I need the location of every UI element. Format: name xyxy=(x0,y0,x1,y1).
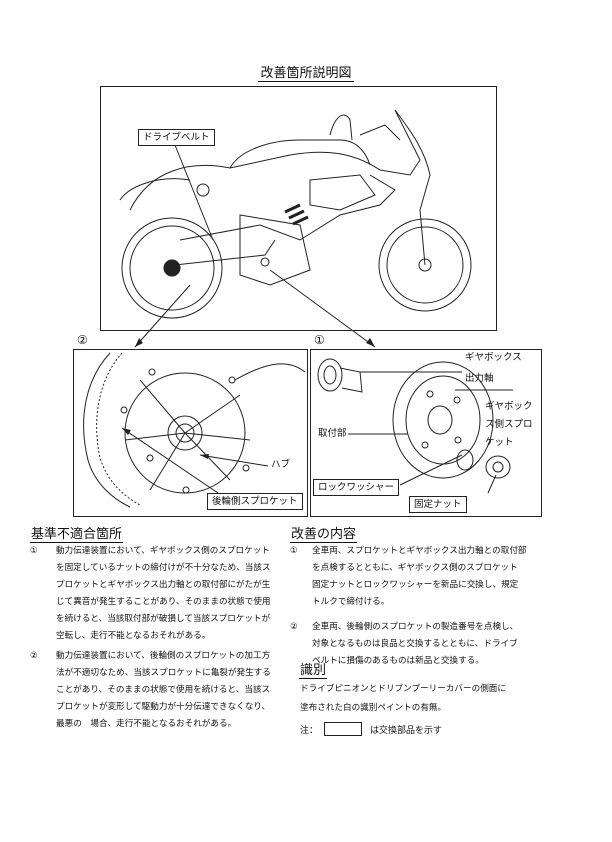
item-line: を点検するとともに、ギヤボックス側のスプロケット xyxy=(312,563,518,573)
nonconformity-item-1: ① 動力伝達装置において、ギヤボックス側のスプロケット を固定しているナットの締… xyxy=(30,543,290,645)
motorcycle-illustration xyxy=(119,109,472,319)
item-line: 対象となるものは良品と交換するとともに、ドライブ xyxy=(312,639,518,649)
item-number: ② xyxy=(290,622,298,632)
improvement-heading: 改善の内容 xyxy=(290,523,358,543)
item-line: 動力伝達装置において、ギヤボックス側のスプロケット xyxy=(56,546,270,556)
nonconformity-heading: 基準不適合箇所 xyxy=(30,523,124,543)
improvement-list: ① 全車両、スプロケットとギヤボックス出力軸との取付部 を点検するとともに、ギヤ… xyxy=(290,543,570,670)
item-line: 全車両、後輪側のスプロケットの製造番号を点検し、 xyxy=(312,622,519,632)
nonconformity-list: ① 動力伝達装置において、ギヤボックス側のスプロケット を固定しているナットの締… xyxy=(30,543,290,733)
item-line: 動力伝達装置において、後輪側のスプロケットの加工方 xyxy=(56,651,271,661)
page-title: 改善箇所説明図 xyxy=(258,66,354,82)
item-line: 最悪の 場合、走行不能となるおそれがある。 xyxy=(56,719,237,729)
legend-swatch xyxy=(324,722,363,736)
item-number: ② xyxy=(30,651,38,661)
callout-fixed-nut: 固定ナット xyxy=(409,496,467,513)
item-line: を固定しているナットの締付けが不十分なため、当該ス xyxy=(56,563,271,573)
identification-line: ドライブピニオンとドリブンプーリーカバーの側面に xyxy=(300,684,506,694)
note-text: は交換部品を示す xyxy=(370,725,443,736)
label-gearbox-shaft-1: ギヤボックス xyxy=(465,352,522,363)
item-number: ① xyxy=(30,546,38,556)
item-line: を続けると、当該取付部が破損して当該スプロケットが xyxy=(56,614,271,624)
gearbox-sprocket-detail-box xyxy=(310,349,542,517)
item-line: 全車両、スプロケットとギヤボックス出力軸との取付部 xyxy=(312,546,527,556)
item-line: じて異音が発生することがあり、そのままの状態で使用 xyxy=(56,597,271,607)
note-label: 注： xyxy=(300,725,319,736)
label-gearbox-shaft-2: 出力軸 xyxy=(465,373,494,384)
item-line: ベルトに損傷のあるものは新品と交換する。 xyxy=(312,656,484,666)
rear-sprocket-detail-box xyxy=(73,349,308,517)
item-line: 空転し、走行不能となるおそれがある。 xyxy=(56,631,211,641)
identification-line: 塗布された白の識別ペイントの有無。 xyxy=(300,703,447,713)
improvement-item-2: ② 全車両、後輪側のスプロケットの製造番号を点検し、 対象となるものは良品と交換… xyxy=(290,619,570,670)
item-line: プロケットとギヤボックス出力軸との取付部にがたが生 xyxy=(56,580,271,590)
identification-heading: 識別 xyxy=(299,659,328,679)
motorcycle-figure xyxy=(100,86,497,331)
identification-text: ドライブピニオンとドリブンプーリーカバーの側面に 塗布された白の識別ペイントの有… xyxy=(300,680,570,718)
nonconformity-item-2: ② 動力伝達装置において、後輪側のスプロケットの加工方 法が不適切なため、当該ス… xyxy=(30,648,290,733)
label-mount: 取付部 xyxy=(318,428,347,439)
item-line: トルクで締付ける。 xyxy=(312,597,390,607)
label-gearbox-sprocket-2: ス側スプロ xyxy=(485,419,533,430)
item-number: ① xyxy=(290,546,298,556)
item-line: 固定ナットとロックワッシャーを新品に交換し、規定 xyxy=(312,580,519,590)
marker-2: ② xyxy=(77,333,88,347)
rear-sprocket-illustration xyxy=(83,352,306,508)
gearbox-sprocket-illustration xyxy=(317,358,511,479)
label-gearbox-sprocket-3: ケット xyxy=(485,437,514,448)
item-line: プロケットが変形して駆動力が十分伝達できなくなり、 xyxy=(56,702,271,712)
label-gearbox-sprocket-1: ギヤボック xyxy=(485,401,533,412)
item-line: ことがあり、そのままの状態で使用を続けると、当該ス xyxy=(56,685,271,695)
item-line: 法が不適切なため、当該スプロケットに亀裂が発生する xyxy=(56,668,271,678)
improvement-item-1: ① 全車両、スプロケットとギヤボックス出力軸との取付部 を点検するとともに、ギヤ… xyxy=(290,543,570,611)
marker-1: ① xyxy=(314,333,325,347)
callout-lock-washer: ロックワッシャー xyxy=(313,479,400,496)
callout-rear-sprocket: 後輪側スプロケット xyxy=(207,493,303,510)
legend-note: 注： は交換部品を示す xyxy=(300,722,442,736)
label-hub: ハブ xyxy=(271,459,291,470)
callout-drive-belt: ドライブベルト xyxy=(138,129,215,146)
